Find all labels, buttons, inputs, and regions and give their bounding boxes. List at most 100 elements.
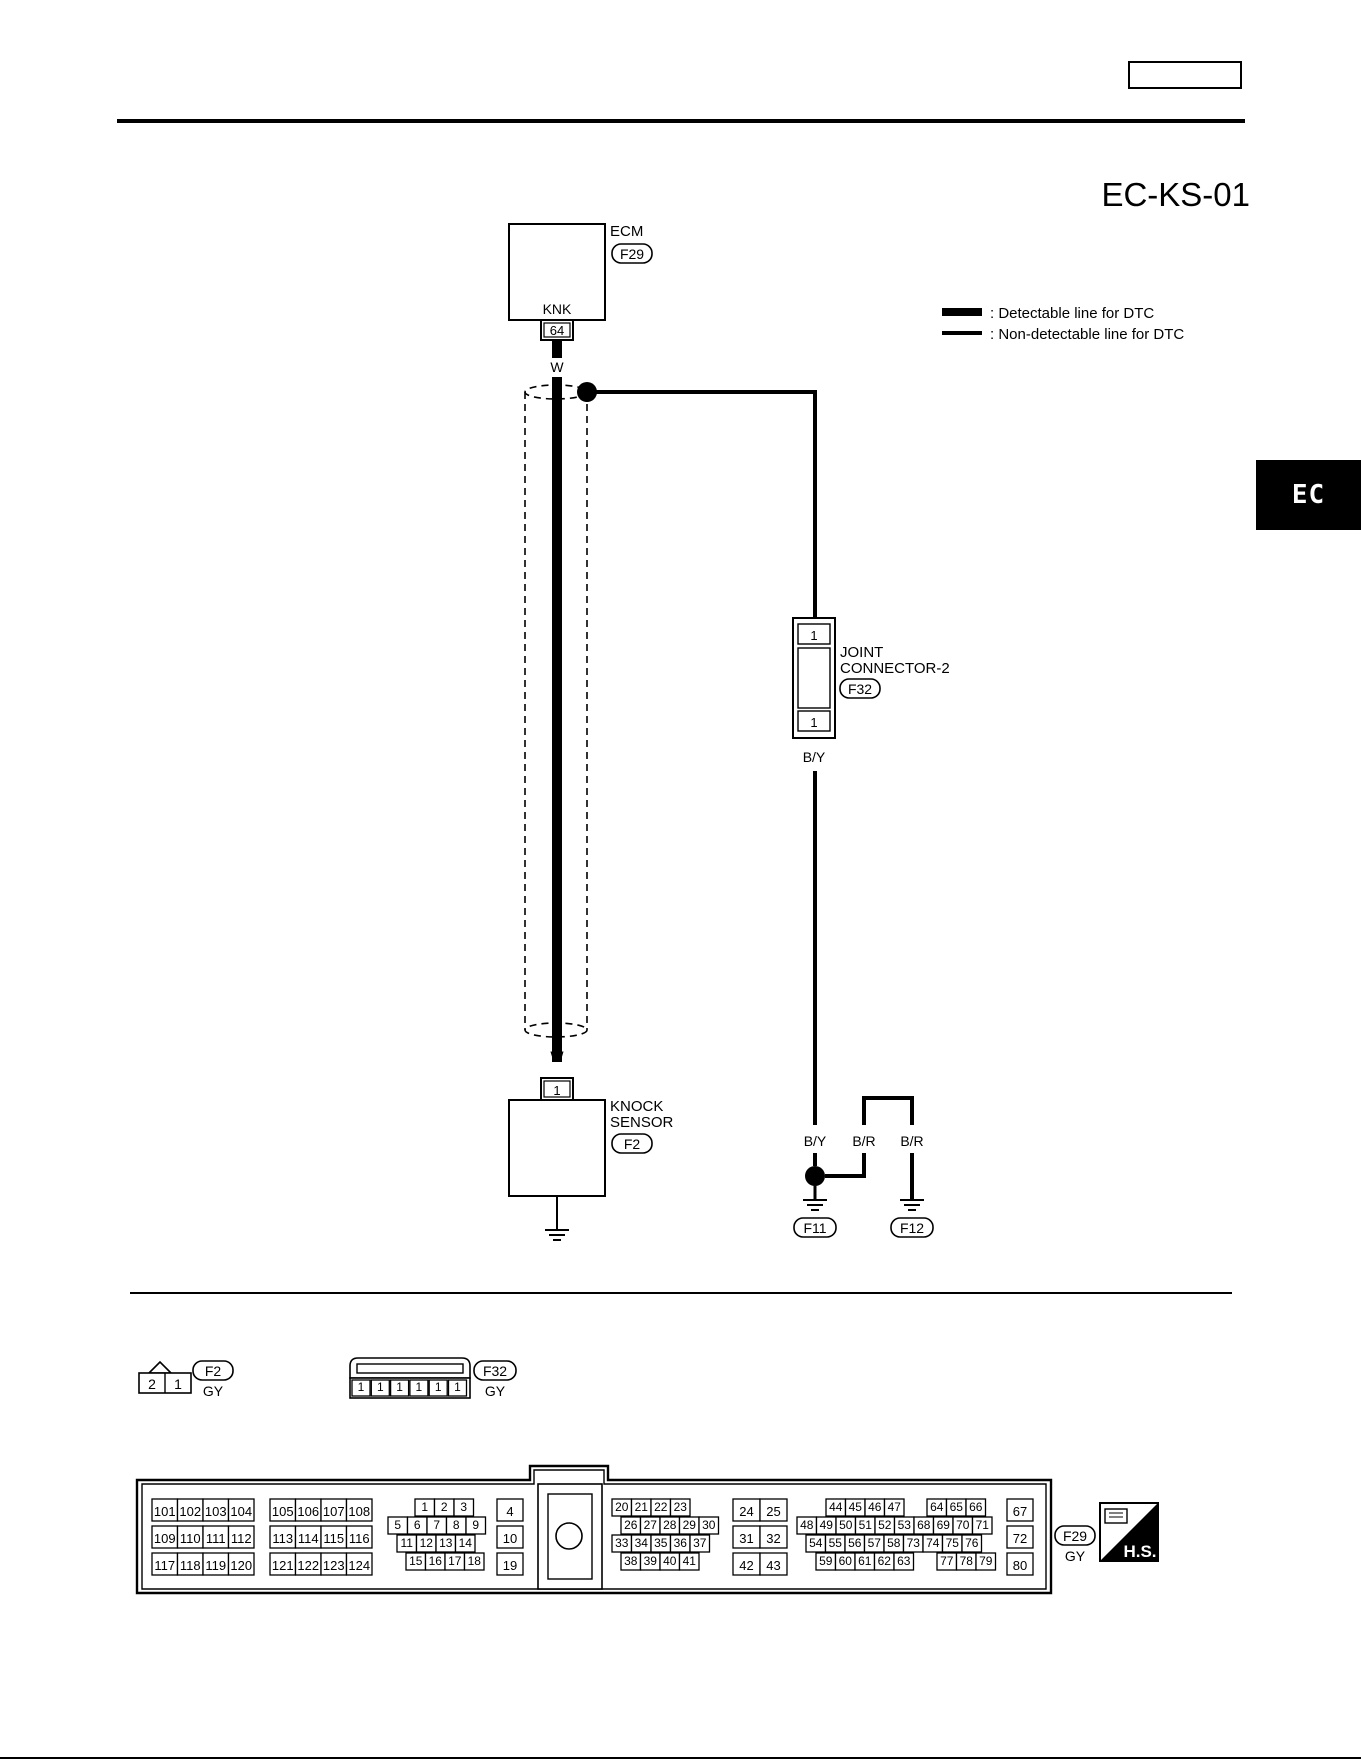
f29-pin: 111 [206, 1531, 226, 1546]
f29-pin: 52 [878, 1518, 892, 1532]
f32-pin-cell [428, 1379, 448, 1397]
f29-pin: 115 [323, 1531, 344, 1546]
f29-pin: 9 [472, 1518, 479, 1532]
joint-connector-component[interactable]: 1 1 JOINT CONNECTOR-2 F32 B/Y [792, 617, 950, 765]
f29-pin: 50 [839, 1518, 853, 1532]
f29-pin: 5 [394, 1518, 401, 1532]
f29-pin: 74 [926, 1536, 940, 1550]
knock-sensor-ground-symbol [545, 1229, 569, 1241]
f29-pin-cell [965, 1498, 987, 1517]
f29-pin: 78 [960, 1554, 974, 1568]
knock-sensor-connector-id: F2 [624, 1136, 641, 1152]
f29-pin-cell [759, 1552, 788, 1576]
f29-pin: 7 [433, 1518, 440, 1532]
f29-pin-cell [227, 1525, 255, 1549]
f29-pin: 37 [693, 1536, 707, 1550]
ecm-connector-id: F29 [620, 246, 644, 262]
ground-wire-br-label-2: B/R [900, 1133, 923, 1149]
ecm-terminal-pin [543, 322, 571, 338]
f32-view-id: F32 [483, 1363, 507, 1379]
f29-pin-cell [1006, 1498, 1034, 1522]
f29-pin: 11 [401, 1536, 414, 1550]
f29-pin: 55 [829, 1536, 843, 1550]
hs-badge-label: H.S. [1123, 1542, 1156, 1561]
f2-pin-a: 2 [148, 1376, 156, 1392]
f29-pin: 71 [976, 1518, 990, 1532]
f29-pin: 112 [231, 1531, 252, 1546]
f29-pin: 120 [230, 1558, 252, 1573]
f29-pin: 31 [739, 1531, 753, 1546]
f29-pin-cell [454, 1534, 476, 1553]
ground-f12-badge [890, 1217, 934, 1238]
f29-pin: 17 [448, 1554, 462, 1568]
diagram-id: EC-KS-01 [1101, 176, 1250, 213]
f32-pin: 1 [416, 1380, 423, 1394]
ecm-wire-color: W [550, 359, 564, 375]
f29-pin: 32 [766, 1531, 780, 1546]
f29-pin: 109 [154, 1531, 176, 1546]
joint-connector-terminal-top: 1 [810, 628, 817, 643]
ecm-component[interactable]: ECM F29 KNK 64 W [508, 223, 653, 375]
f29-pin: 124 [348, 1558, 370, 1573]
f29-pin: 103 [205, 1504, 227, 1519]
f29-pin: 6 [414, 1518, 421, 1532]
f29-pin: 39 [644, 1554, 658, 1568]
f29-pin: 68 [917, 1518, 931, 1532]
f29-pin: 49 [820, 1518, 834, 1532]
f29-pin: 117 [154, 1558, 175, 1573]
f29-pin: 79 [979, 1554, 993, 1568]
ecm-terminal-label: KNK [543, 301, 572, 317]
f29-pin: 44 [829, 1500, 843, 1514]
f29-pin: 73 [907, 1536, 921, 1550]
f29-pin: 16 [429, 1554, 443, 1568]
f29-pin-cell [465, 1516, 487, 1535]
ecm-connector-badge [611, 243, 653, 264]
f29-pin: 113 [272, 1531, 293, 1546]
f29-pin: 14 [459, 1536, 473, 1550]
f29-pin: 107 [323, 1504, 345, 1519]
f29-pin-cell [1006, 1525, 1034, 1549]
f2-view-color: GY [203, 1383, 224, 1399]
f29-pin: 38 [624, 1554, 638, 1568]
f29-pin: 47 [888, 1500, 902, 1514]
legend-detectable-swatch [942, 308, 982, 316]
f29-pin-cell [669, 1498, 691, 1517]
section-tab-ec[interactable]: EC [1256, 460, 1361, 530]
ground-symbol-f11 [803, 1199, 827, 1211]
f29-pin: 104 [230, 1504, 252, 1519]
f29-pin: 34 [635, 1536, 649, 1550]
legend-non-detectable-label: : Non-detectable line for DTC [990, 326, 1184, 343]
f29-pin: 13 [439, 1536, 453, 1550]
joint-connector-terminal-bottom: 1 [810, 715, 817, 730]
f29-pin: 118 [180, 1558, 201, 1573]
f29-view-color: GY [1065, 1548, 1086, 1564]
f29-pin: 45 [849, 1500, 863, 1514]
f29-pin: 12 [420, 1536, 434, 1550]
ecm-terminal-number: 64 [550, 323, 564, 338]
f29-pin-cell [345, 1525, 373, 1549]
f29-pin: 61 [858, 1554, 872, 1568]
joint-connector-wire-color: B/Y [803, 749, 826, 765]
mid-rule [130, 1292, 1232, 1294]
f29-pin: 40 [663, 1554, 677, 1568]
joint-connector-bus [797, 647, 831, 709]
f29-pin-cell [1006, 1552, 1034, 1576]
f29-pin-cell [453, 1498, 475, 1517]
f29-pin: 53 [898, 1518, 912, 1532]
wire-shield-ground[interactable] [587, 390, 817, 618]
f29-pin: 33 [615, 1536, 629, 1550]
f29-pin-cell [345, 1552, 373, 1576]
f29-pin: 10 [503, 1531, 517, 1546]
f29-pin: 8 [453, 1518, 460, 1532]
joint-connector-badge [839, 678, 881, 699]
wire-b-r-loop[interactable] [862, 1096, 914, 1125]
knock-sensor-component[interactable]: W 1 KNOCK SENSOR F2 [508, 1048, 674, 1241]
wire-w-knock-signal[interactable] [552, 377, 562, 1062]
f29-pin: 123 [323, 1558, 345, 1573]
f2-pin-b: 1 [174, 1376, 182, 1392]
ground-splice-dot [805, 1166, 825, 1186]
f29-pin: 22 [654, 1500, 668, 1514]
f32-pin-cell [447, 1379, 468, 1397]
joint-connector-pin-top [797, 623, 831, 645]
f29-pin-cell [345, 1498, 373, 1522]
